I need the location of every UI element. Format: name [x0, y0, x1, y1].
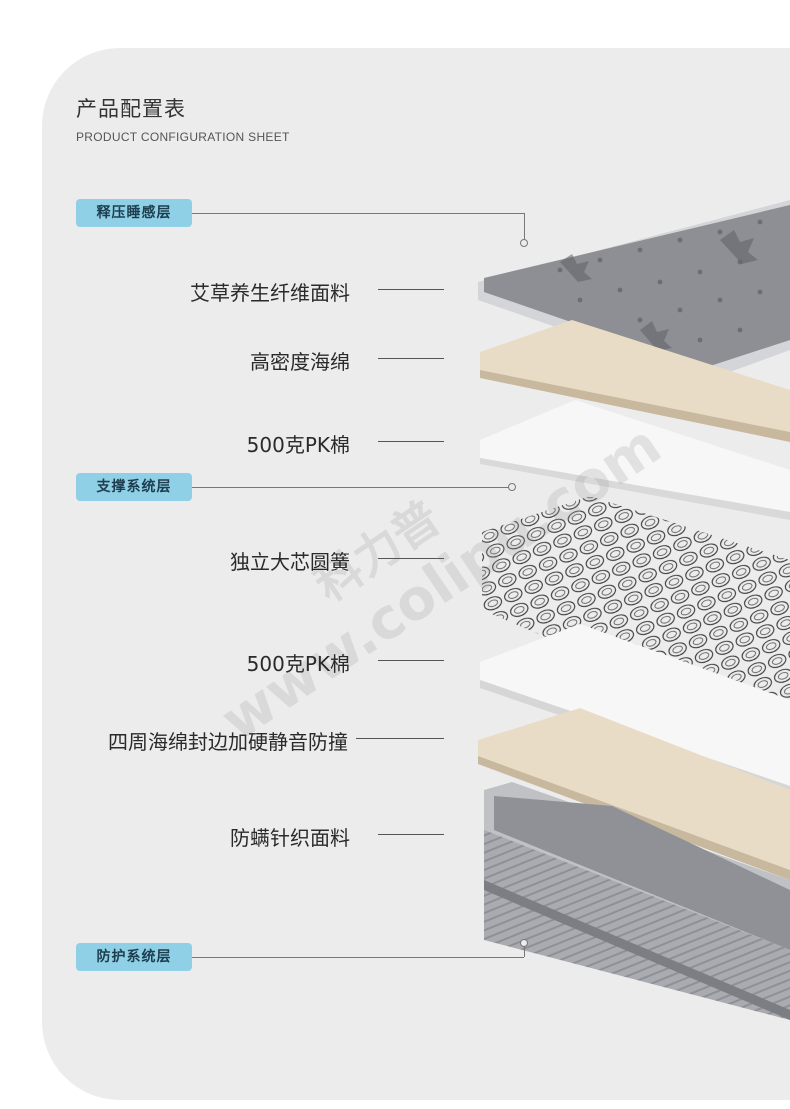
connector-dot [508, 483, 516, 491]
label-leader-line [378, 558, 444, 559]
connector-line [524, 213, 525, 239]
layer-label-fabric: 艾草养生纤维面料 [190, 281, 350, 305]
connector-line [192, 957, 524, 958]
layer-label-pk-cotton-1: 500克PK棉 [246, 433, 350, 457]
connector-line [192, 213, 524, 214]
page-title: 产品配置表 [76, 97, 186, 121]
layer-label-pk-cotton-2: 500克PK棉 [246, 652, 350, 676]
label-leader-line [378, 660, 444, 661]
section-badge-protection-system: 防护系统层 [76, 943, 192, 971]
foam-layer [480, 320, 790, 442]
anti-mite-fabric-layer [484, 782, 790, 1020]
page-subtitle: PRODUCT CONFIGURATION SHEET [76, 130, 290, 144]
connector-line [192, 487, 510, 488]
layer-label-edge-foam: 四周海绵封边加硬静音防撞 [108, 730, 348, 754]
layer-label-springs: 独立大芯圆簧 [230, 550, 350, 574]
label-leader-line [378, 834, 444, 835]
layer-label-foam: 高密度海绵 [250, 350, 350, 374]
section-badge-pressure-relief: 释压睡感层 [76, 199, 192, 227]
section-badge-support-system: 支撑系统层 [76, 473, 192, 501]
fabric-top-layer [478, 200, 790, 380]
connector-dot [520, 239, 528, 247]
label-leader-line [356, 738, 444, 739]
pk-cotton-layer-1 [480, 400, 790, 520]
label-leader-line [378, 441, 444, 442]
connector-line [524, 946, 525, 957]
label-leader-line [378, 289, 444, 290]
layer-label-anti-mite-fabric: 防螨针织面料 [230, 826, 350, 850]
label-leader-line [378, 358, 444, 359]
connector-dot [520, 939, 528, 947]
